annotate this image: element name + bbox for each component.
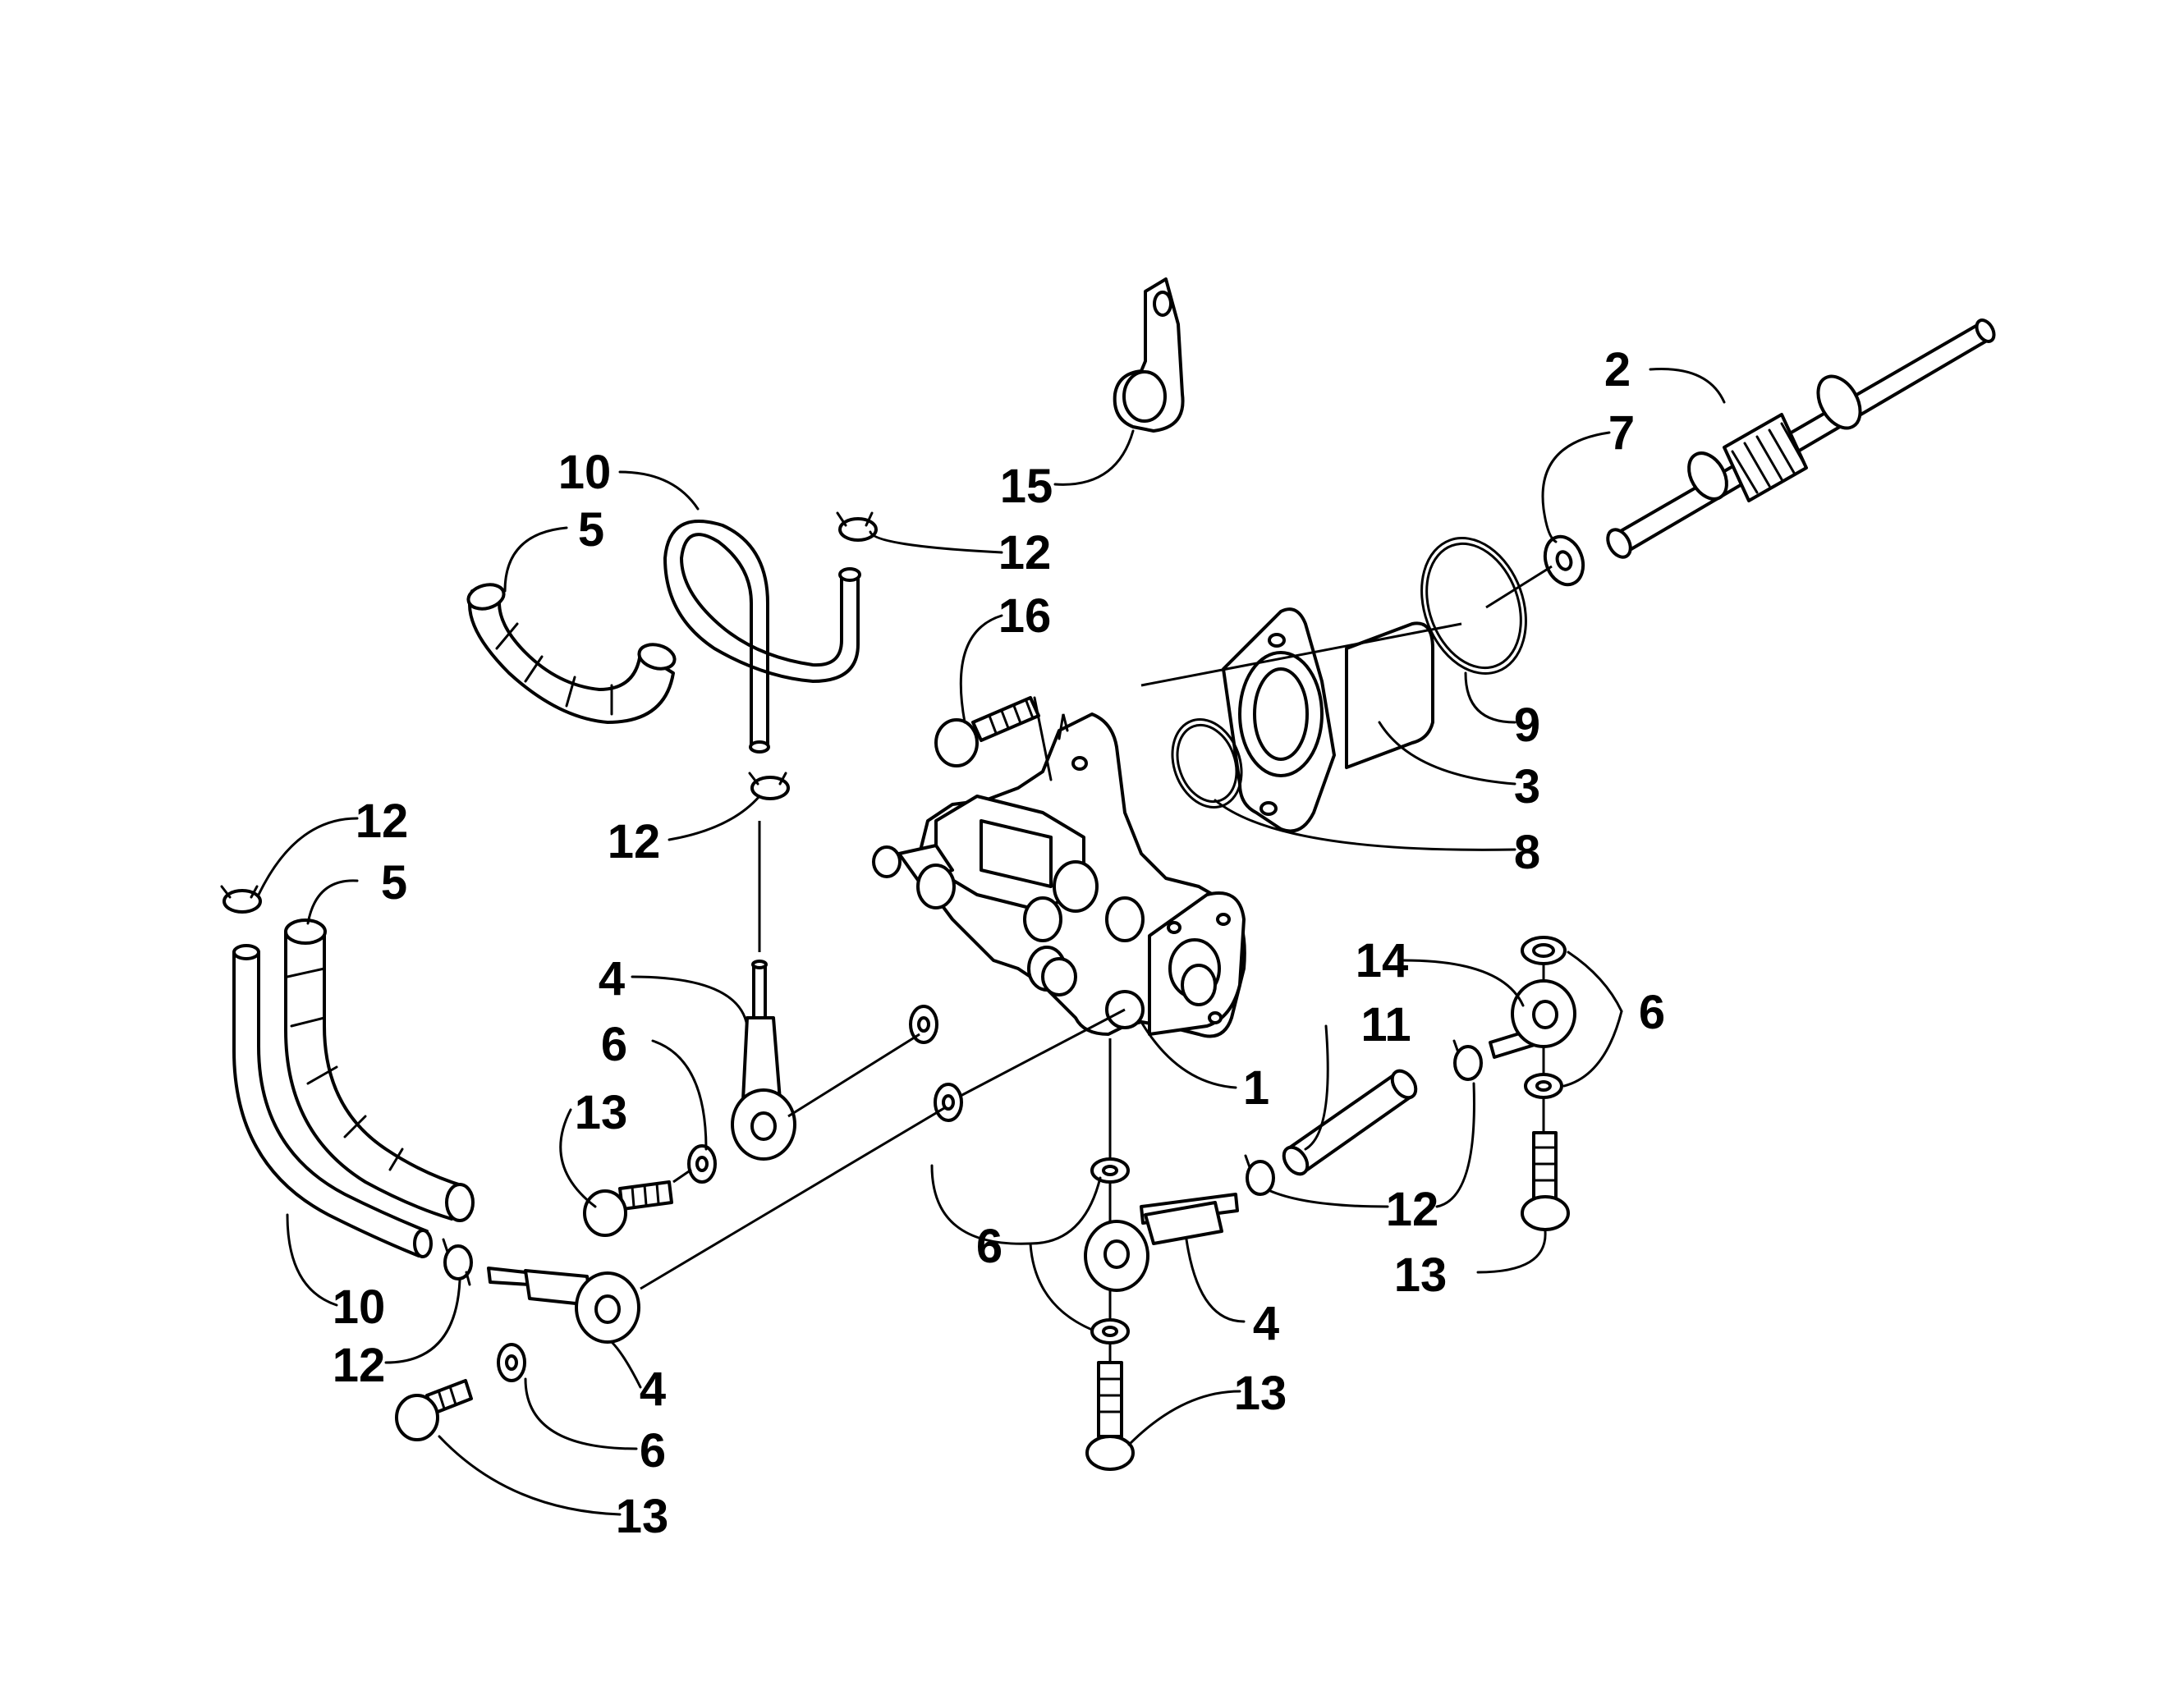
o-ring-part-9 [1420,537,1527,675]
callout-4-mid: 4 [1253,1297,1279,1350]
banjo-fitting-part-4-upper [731,960,796,1161]
clamp-part-12-right-top [1452,1039,1483,1081]
callout-12-right: 12 [1386,1183,1439,1236]
bolt-part-13-c [1085,1361,1135,1471]
clamp-part-12-left [220,885,262,914]
callout-12-top: 12 [998,526,1052,580]
washer-part-6-b [909,1005,938,1044]
callout-8: 8 [1514,826,1540,879]
bolt-part-13-b [395,1379,473,1441]
hose-part-10-upper [663,520,861,754]
callout-leader-lines [257,368,1726,1516]
washer-part-6-c [934,1083,963,1122]
callout-10-lower: 10 [333,1280,386,1334]
callout-1: 1 [1243,1061,1269,1115]
callout-6-d: 6 [640,1424,666,1477]
housing-part-3 [1222,607,1434,833]
callout-12-mid: 12 [608,815,661,868]
callout-4-lower: 4 [640,1363,666,1416]
washer-part-6-f [1090,1318,1130,1345]
clamp-part-12-mid [748,772,790,800]
callout-11: 11 [1360,998,1411,1051]
clamp-part-12-lower-left [442,1238,473,1286]
callout-14: 14 [1356,934,1409,987]
washer-part-6-h [1524,1073,1563,1099]
washer-part-7 [1543,534,1585,587]
washer-part-6-g [1521,936,1567,965]
callout-10-upper: 10 [558,446,612,499]
callout-3: 3 [1514,760,1540,813]
banjo-fitting-part-4-lower-mid [1084,1193,1239,1292]
shaft-gear-part [1606,318,1996,559]
clamp-part-12-right-mid [1244,1154,1275,1196]
hose-part-11 [1282,1069,1418,1176]
callout-4-upper: 4 [599,952,625,1006]
callout-6-c: 6 [976,1220,1003,1273]
bolt-part-16 [934,696,1040,767]
callout-5-lower: 5 [381,856,407,909]
washer-part-6-a [687,1144,717,1184]
washer-part-6-d [497,1343,526,1382]
callout-2: 2 [1604,343,1631,396]
callout-5-upper: 5 [578,503,604,557]
banjo-fitting-part-4-lower-left [487,1267,640,1344]
clamp-part-12-top [836,511,878,542]
callout-6-b: 6 [1639,986,1665,1039]
callout-labels: 2 7 15 10 5 12 16 9 3 8 12 12 5 4 6 13 1… [333,343,1665,1543]
callout-13-b: 13 [1394,1248,1448,1302]
bracket-clip-part-15 [1113,277,1185,433]
banjo-fitting-part-14 [1489,979,1576,1059]
callout-15: 15 [1000,460,1053,513]
hose-part-5-lower [284,919,475,1222]
callout-9: 9 [1514,699,1540,752]
callout-13-d: 13 [616,1490,669,1543]
callout-6-a: 6 [601,1018,627,1071]
callout-12-left: 12 [356,795,409,848]
callout-13-c: 13 [1234,1367,1287,1420]
washer-part-6-e [1090,1157,1130,1184]
hose-part-5-upper [466,583,677,724]
callout-7: 7 [1608,406,1635,460]
pump-body-part-1 [872,696,1246,1038]
hose-part-10-lower [232,944,433,1258]
bolt-part-13-d [1521,1131,1570,1231]
bolt-part-13-a [583,1180,673,1237]
callout-12-lower: 12 [333,1339,386,1392]
callout-13-a: 13 [575,1086,628,1139]
assembly-axis-lines [640,565,1553,1363]
callout-16: 16 [998,589,1052,643]
